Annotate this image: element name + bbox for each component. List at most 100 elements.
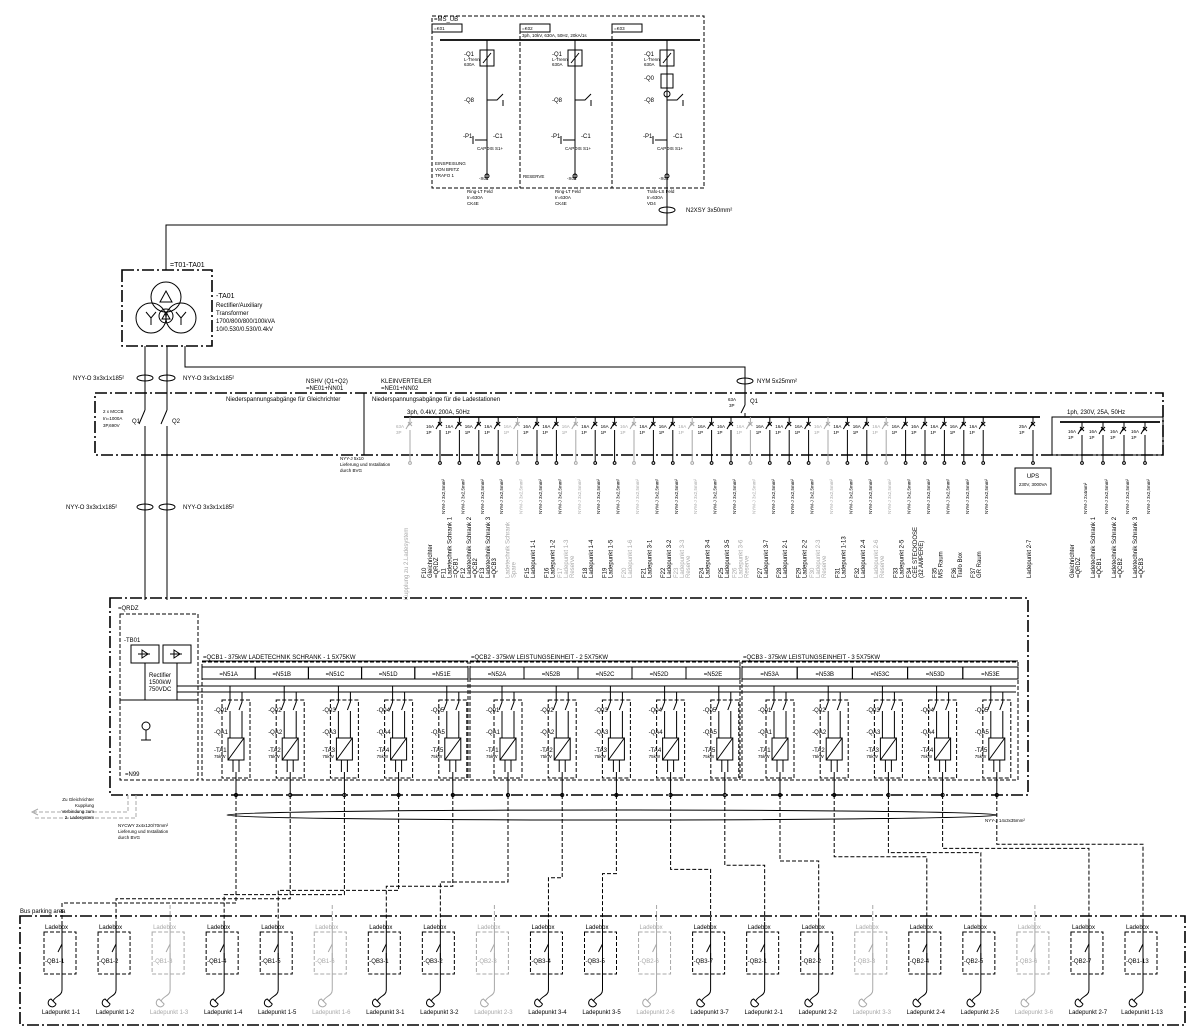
breaker [590, 417, 596, 462]
breaker-trip-icon [883, 421, 889, 427]
charging-plug-icon [534, 989, 549, 1008]
switch-q1-label: -Q1 [644, 52, 655, 58]
outlet-label: F15 [525, 567, 531, 578]
ladebox-frame [962, 931, 996, 975]
ladebox-switch [976, 943, 982, 960]
ladebox-label: Ladebox [99, 925, 122, 931]
breaker-trip-icon [922, 421, 928, 427]
ladepunkt-label: Ladepunkt 1-4 [204, 1010, 243, 1016]
outlet-cable-label: NYM-J 3x2,5mm² [713, 478, 718, 514]
dc-switch [661, 686, 666, 738]
breaker-rating: 16A [950, 424, 958, 429]
breaker-trip-icon [709, 421, 714, 427]
breaker-rating: 16A [872, 424, 880, 429]
outlet-label: Ladepunkt 1-5 [609, 539, 615, 578]
breaker [474, 417, 480, 462]
breaker [842, 417, 848, 462]
breaker-trip-icon [1100, 426, 1106, 432]
outlet-label: GR Raum [977, 551, 983, 578]
ladebox-id: -QB3-2 [423, 959, 443, 965]
breaker-rating: 16A [1089, 429, 1097, 434]
unit-qa-label: -QA4 [921, 730, 936, 736]
breaker-trip-icon [864, 421, 870, 427]
capdis-label: CAPDIS S1+ [477, 146, 504, 151]
terminal [632, 461, 636, 465]
switch-blade [570, 52, 580, 64]
breaker-rating: 16A [969, 424, 977, 429]
ladebox-label: Ladebox [261, 925, 284, 931]
circuit-breaker [660, 73, 674, 89]
unit-output [286, 760, 294, 795]
ladebox-id: -QB3-3 [856, 959, 876, 965]
outlet-label: Ladetechnik Schrank [506, 521, 512, 578]
cable-marker [136, 374, 154, 382]
outlet-label: F27 [758, 567, 764, 578]
dc-switch [890, 692, 895, 738]
charging-plug-icon [1128, 989, 1144, 1008]
dc-switch [389, 686, 394, 738]
kleinverteiler-label: KLEINVERTEILER [381, 379, 432, 385]
cable-marker [136, 503, 154, 511]
breaker-rating: 16A [911, 424, 919, 429]
ladepunkt-label: Ladepunkt 2-5 [961, 1010, 1000, 1016]
breaker-pole: 1P [950, 430, 956, 435]
cable-label-rect-left: NYY-O 3x3x1x185² [66, 505, 117, 511]
transformer-desc-2: Transformer [216, 311, 248, 317]
charging-plug-icon [696, 989, 712, 1008]
transformer-frame [121, 269, 213, 347]
outlet-cable-label: NYM-J 3x2,5mm² [480, 478, 485, 514]
outlet-label: Ladetechnik Schrank 2 [467, 516, 473, 578]
outlet-label: =QRDZ [1076, 557, 1082, 578]
breaker-trip-icon [495, 421, 501, 427]
kupplung-cable-2: Lieferung und Installation [340, 462, 391, 467]
ladebox-id: -QB2-4 [910, 959, 930, 965]
breaker-rating: 16A [1068, 429, 1076, 434]
outlet-cable-label: NYM-J 3x2,5mm² [577, 478, 582, 514]
outlet-cable-label: NYM-J 3x2,5mm² [557, 478, 562, 514]
feeder-description: Ir=630A [467, 195, 483, 200]
charger-cable [724, 795, 766, 922]
outlet-label: F34 [907, 567, 913, 578]
breaker [901, 417, 907, 462]
ladepunkt-label: Ladepunkt 1-6 [312, 1010, 351, 1016]
breaker-trip-icon [689, 421, 695, 427]
unit-power: 75kW [594, 754, 606, 759]
breaker-rating: 16A [775, 424, 783, 429]
unit-ta-label: -TA4 [921, 748, 934, 754]
outlet-label: F29 [797, 567, 803, 578]
outlet-cable-label: NYM-J 3x2,5mm² [1146, 478, 1151, 514]
unit-id: =N53B [816, 672, 835, 678]
charger-cable [887, 795, 982, 922]
unit-power: 75kW [758, 754, 770, 759]
feeder-note: RESERVE [523, 174, 544, 179]
breaker-pole: 1P [562, 430, 568, 435]
converter-diagonal [988, 737, 1006, 761]
unit-q-label: -Q02 [268, 708, 282, 714]
breaker-pole: 1P [930, 430, 936, 435]
unit-power: 75kW [540, 754, 552, 759]
outlet-label: Ladepunkt 2-1 [783, 539, 789, 578]
converter-diagonal [771, 737, 789, 761]
breaker-rating: 16A [620, 424, 628, 429]
ladebox-frame [908, 931, 942, 975]
charger-connections [61, 795, 1144, 922]
charger-cable [223, 795, 345, 922]
unit-id: =N52D [650, 672, 670, 678]
feeder-id: =K02 [522, 26, 533, 31]
terminal [1143, 461, 1147, 465]
breaker-rating: 16A [639, 424, 647, 429]
converter-diagonal [444, 737, 462, 761]
charger-cable [439, 795, 509, 922]
outlet-label: F20 [622, 567, 628, 578]
ladebox-id: -QB3-5 [586, 959, 606, 965]
ladebox-frame [584, 931, 617, 975]
ladebox-switch [922, 943, 928, 960]
outlet-cable-label: NYM-J 3x2,5mm² [829, 478, 834, 514]
outlet-label: F35 [932, 567, 938, 578]
unit-ta-label: -TA2 [812, 748, 825, 754]
feeder-description: CK4E [467, 201, 479, 206]
voltage-indicator [652, 136, 667, 144]
charging-plug-icon [642, 989, 658, 1008]
ladebox-label: Ladebox [369, 925, 392, 931]
unit-q-label: -Q02 [812, 708, 826, 714]
